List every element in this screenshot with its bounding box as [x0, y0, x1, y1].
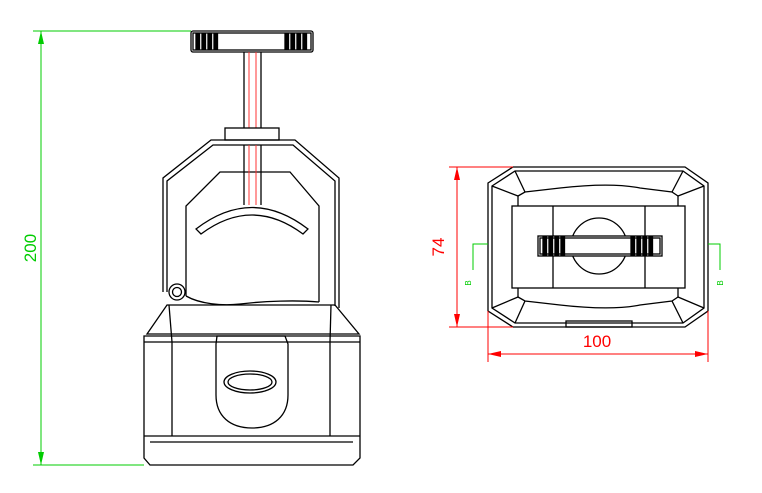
front-shield	[215, 335, 289, 429]
clamp-pad	[195, 206, 309, 235]
top-handle	[537, 235, 663, 257]
pivot-pin	[168, 283, 186, 301]
handle-grip-right	[284, 33, 308, 50]
width-dimension: 100	[487, 311, 709, 362]
front-view	[143, 30, 361, 466]
depth-dimension: 74	[429, 166, 513, 328]
oval-slot	[223, 370, 277, 394]
top-bottom-tab	[565, 320, 633, 328]
height-dimension: 200	[21, 30, 191, 466]
threaded-rod	[243, 52, 262, 128]
section-mark-right: B	[708, 243, 725, 286]
handle-grip-left	[195, 33, 219, 50]
collar-nut	[224, 127, 280, 141]
section-mark-left: B	[464, 243, 488, 286]
depth-label: 74	[429, 238, 448, 257]
lower-body	[143, 304, 361, 466]
height-label: 200	[21, 234, 40, 262]
width-label: 100	[583, 332, 611, 351]
section-label-left: B	[464, 280, 473, 285]
upper-jaw	[162, 139, 340, 308]
top-view	[487, 166, 709, 328]
section-label-right: B	[716, 280, 725, 285]
t-handle	[190, 30, 314, 53]
